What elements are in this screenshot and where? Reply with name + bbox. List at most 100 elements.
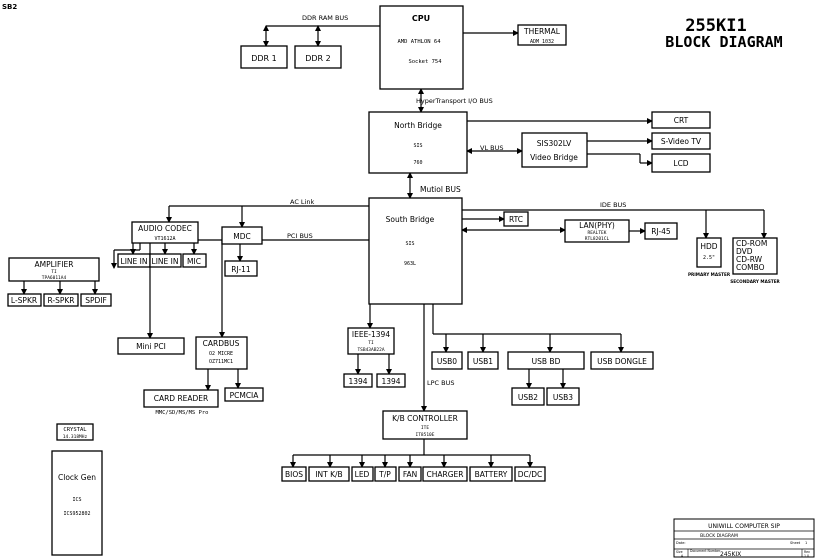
hdd-block: HDD 2.5" PRIMARY MASTER bbox=[688, 237, 731, 277]
diagram-subtitle: BLOCK DIAGRAM bbox=[665, 33, 782, 51]
ide-bus-label: IDE BUS bbox=[600, 201, 626, 209]
card-reader-label: CARD READER bbox=[154, 394, 209, 403]
mic-label: MIC bbox=[187, 257, 201, 266]
rj45-label: RJ-45 bbox=[651, 227, 671, 236]
title-date-label: Date: bbox=[676, 541, 686, 545]
south-bridge-part: 963L bbox=[404, 261, 416, 267]
ddr2-block: DDR 2 bbox=[294, 45, 342, 69]
cpu-block: CPU AMD ATHLON 64 Socket 754 bbox=[379, 5, 464, 90]
thermal-block: THERMAL ADM 1032 bbox=[517, 24, 567, 46]
dcdc-block: DC/DC bbox=[514, 466, 546, 482]
r-spkr-label: R-SPKR bbox=[47, 296, 74, 305]
mdc-block: MDC bbox=[221, 226, 263, 245]
wires bbox=[21, 25, 767, 468]
line-in-1-block: LINE IN bbox=[117, 253, 151, 268]
title-sheet-num: 1 bbox=[805, 541, 807, 545]
rj11-label: RJ-11 bbox=[231, 265, 251, 274]
lcd-block: LCD bbox=[651, 153, 711, 173]
charger-label: CHARGER bbox=[427, 470, 464, 479]
title-block: UNIWILL COMPUTER SIP BLOCK DIAGRAM Date:… bbox=[673, 518, 815, 558]
card-reader-formats: MMC/SD/MS/MS Pro bbox=[156, 410, 209, 416]
r-spkr-block: R-SPKR bbox=[43, 293, 79, 307]
north-bridge-label: North Bridge bbox=[394, 121, 442, 130]
mutiol-bus-label: Mutiol BUS bbox=[420, 185, 461, 194]
mdc-label: MDC bbox=[233, 232, 250, 241]
l-spkr-label: L-SPKR bbox=[11, 296, 37, 305]
usb1-label: USB1 bbox=[473, 357, 493, 366]
port-1394b-label: 1394 bbox=[381, 377, 400, 386]
led-label: LED bbox=[355, 470, 370, 479]
audio-codec-part: VT1612A bbox=[154, 236, 175, 242]
lan-block: LAN(PHY) REALTEK RTL8201CL bbox=[564, 219, 630, 243]
title-sheet-label: Sheet bbox=[790, 541, 801, 545]
video-bridge-sub: Video Bridge bbox=[530, 153, 578, 162]
usb1-block: USB1 bbox=[467, 351, 499, 370]
pcmcia-block: PCMCIA bbox=[224, 387, 264, 402]
kb-controller-vendor: ITE bbox=[421, 425, 429, 431]
crystal-freq: 14.318MHz bbox=[63, 434, 88, 440]
hypertransport-label: HyperTransport I/O BUS bbox=[416, 97, 493, 105]
video-bridge-block: SIS302LV Video Bridge bbox=[521, 132, 588, 168]
cardbus-vendor: O2 MICRE bbox=[209, 351, 233, 357]
cpu-model: AMD ATHLON 64 bbox=[397, 39, 441, 45]
usb-dongle-block: USB DONGLE bbox=[590, 351, 654, 370]
title-rev-label: Rev bbox=[804, 550, 810, 554]
usb-bd-block: USB BD bbox=[507, 351, 585, 370]
amplifier-vendor: TI bbox=[51, 269, 57, 275]
ac-link-label: AC Link bbox=[290, 198, 314, 206]
title-rev: 1.0 bbox=[804, 554, 809, 558]
cdrw-label: CD-RW bbox=[736, 255, 763, 264]
usb2-block: USB2 bbox=[511, 387, 545, 406]
rtc-block: RTC bbox=[503, 211, 529, 227]
bios-label: BIOS bbox=[285, 470, 303, 479]
dvd-label: DVD bbox=[736, 247, 753, 256]
usb-dongle-label: USB DONGLE bbox=[597, 357, 647, 366]
cpu-label: CPU bbox=[412, 14, 430, 23]
audio-codec-label: AUDIO CODEC bbox=[138, 224, 192, 233]
dcdc-label: DC/DC bbox=[518, 470, 543, 479]
combo-label: COMBO bbox=[736, 263, 765, 272]
thermal-label: THERMAL bbox=[523, 27, 561, 36]
battery-block: BATTERY bbox=[469, 466, 513, 482]
crystal-label: CRYSTAL bbox=[63, 427, 87, 433]
hdd-note: PRIMARY MASTER bbox=[688, 272, 731, 277]
clock-gen-block: Clock Gen ICS ICS952802 bbox=[51, 450, 103, 556]
rj45-block: RJ-45 bbox=[644, 222, 678, 240]
lpc-bus-label: LPC BUS bbox=[427, 379, 455, 387]
amplifier-label: AMPLIFIER bbox=[35, 260, 74, 269]
mini-pci-block: Mini PCI bbox=[117, 337, 185, 355]
title-docnum: 245KIX bbox=[720, 551, 741, 558]
rj11-block: RJ-11 bbox=[224, 260, 258, 277]
ieee1394-block: IEEE-1394 TI TSB43AB22A bbox=[347, 327, 395, 355]
spdif-block: SPDIF bbox=[80, 293, 112, 307]
ddr-bus-label: DDR RAM BUS bbox=[302, 14, 348, 22]
tp-block: T/P bbox=[374, 466, 397, 482]
hdd-size: 2.5" bbox=[703, 255, 715, 261]
ddr1-block: DDR 1 bbox=[240, 45, 288, 69]
usb0-block: USB0 bbox=[431, 351, 463, 370]
ddr2-label: DDR 2 bbox=[305, 54, 331, 63]
ieee1394-label: IEEE-1394 bbox=[352, 330, 390, 339]
cardbus-block: CARDBUS O2 MICRE OZ711MC1 bbox=[195, 336, 248, 370]
mic-block: MIC bbox=[182, 253, 207, 268]
cdrom-label: CD-ROM bbox=[736, 239, 767, 248]
cdrom-block: CD-ROM DVD CD-RW COMBO SECONDARY MASTER bbox=[730, 237, 781, 284]
kb-controller-part: IT8510E bbox=[416, 432, 435, 438]
ddr1-label: DDR 1 bbox=[251, 54, 277, 63]
usb2-label: USB2 bbox=[518, 393, 538, 402]
clock-gen-part: ICS952802 bbox=[63, 511, 90, 517]
cpu-socket: Socket 754 bbox=[408, 59, 442, 65]
svideo-label: S-Video TV bbox=[661, 137, 702, 146]
port-1394a-block: 1394 bbox=[343, 373, 373, 388]
port-1394b-block: 1394 bbox=[376, 373, 406, 388]
cardbus-label: CARDBUS bbox=[203, 339, 240, 348]
rtc-label: RTC bbox=[509, 215, 523, 224]
title-sheet-name: BLOCK DIAGRAM bbox=[700, 533, 738, 539]
lan-vendor: REALTEK bbox=[588, 230, 607, 236]
title-size: A bbox=[681, 554, 684, 558]
diagram-title: 255KI1 bbox=[685, 16, 746, 36]
fan-label: FAN bbox=[403, 470, 417, 479]
battery-label: BATTERY bbox=[475, 470, 508, 479]
lan-label: LAN(PHY) bbox=[579, 221, 615, 230]
south-bridge-label: South Bridge bbox=[386, 215, 435, 224]
